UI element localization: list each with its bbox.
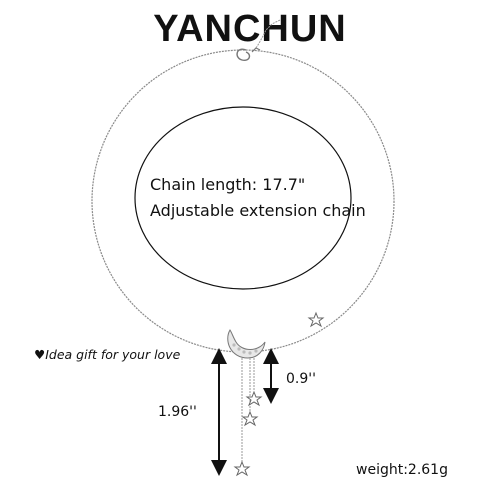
weight-label: weight:2.61g	[356, 462, 448, 478]
gift-note: ♥Idea gift for your love	[34, 347, 181, 362]
dangling-stars-icon	[233, 390, 263, 477]
long-drop-label: 1.96''	[158, 404, 197, 420]
short-drop-label: 0.9''	[286, 371, 316, 387]
moon-pendant-icon	[227, 329, 266, 359]
dangling-chains	[241, 358, 255, 462]
extension-text: Adjustable extension chain	[150, 201, 366, 220]
info-ellipse	[134, 106, 352, 290]
star-charm-icon	[307, 311, 325, 328]
clasp-icon	[236, 19, 281, 62]
chain-length-text: Chain length: 17.7"	[150, 175, 306, 194]
brand-title: YANCHUN	[153, 8, 347, 50]
